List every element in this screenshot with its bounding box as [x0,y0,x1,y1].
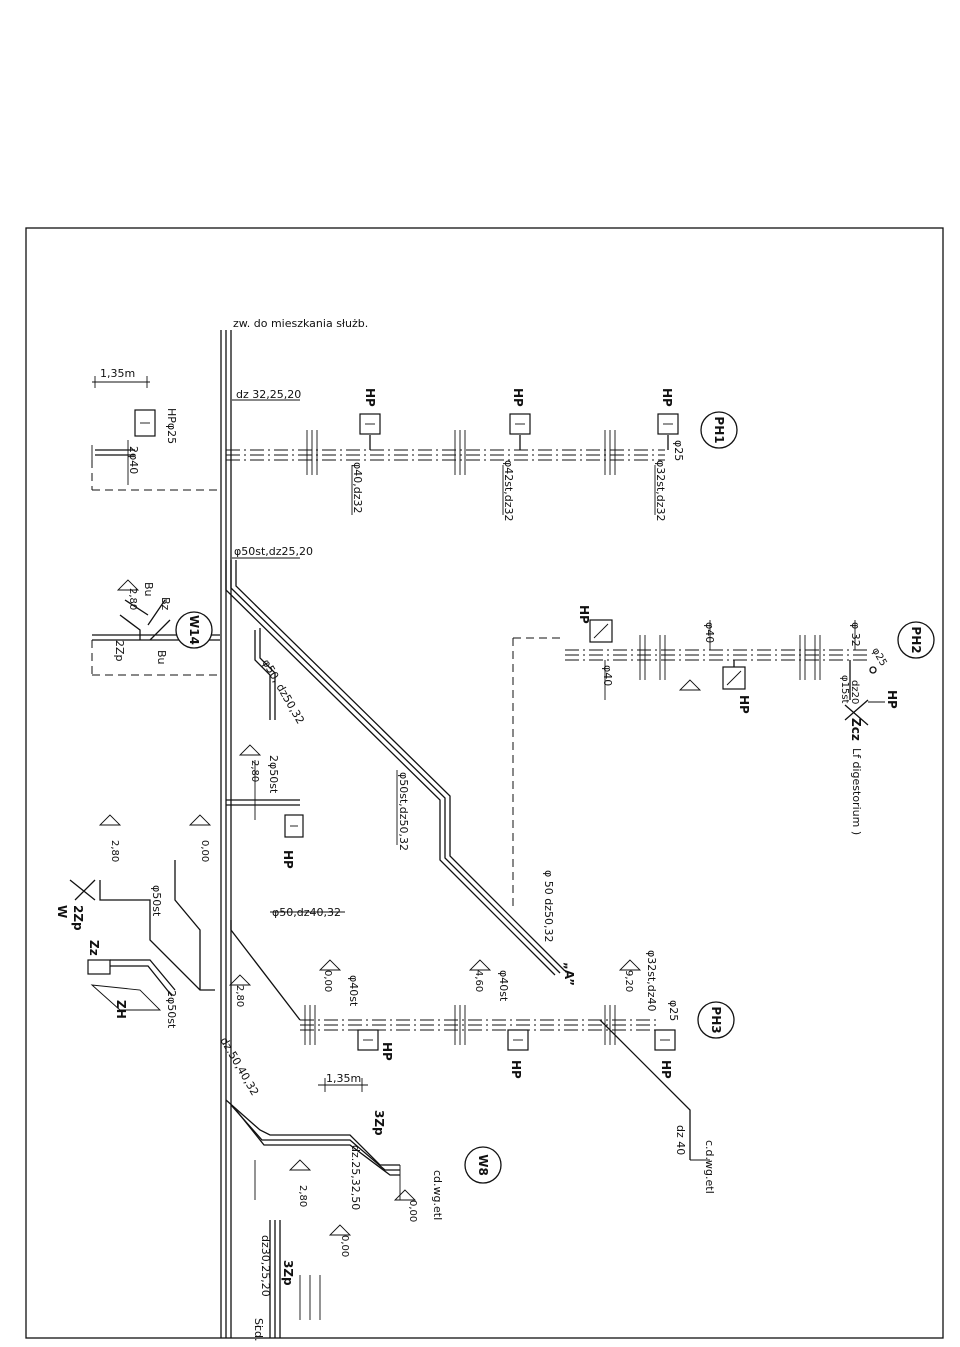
svg-text:W8: W8 [476,1154,490,1176]
label-phi50-dz50-32-b: φ 50 dz50,32 [542,870,555,943]
drawing-frame [25,227,944,1339]
label-bz: Bz [159,597,172,611]
label-zh: ZH [114,1000,128,1019]
label-zz: Zz [87,940,101,956]
label-hp-ph2-c: HP [885,690,899,709]
branch-ph1 [226,399,679,515]
label-hp-2: HP [511,388,525,407]
label-phi42st-dz32: φ42st,dz32 [502,460,515,522]
label-hp-ph3-b: HP [509,1060,523,1079]
label-lvl-280-e: 2,80 [297,1185,308,1207]
label-bu-a: Bu [142,582,155,597]
tag-w14: W14 [175,611,213,649]
labels: zw. do mieszkania służb. 1,35m HPφ25 2φ4… [55,317,899,1342]
label-2phi50st-a: 2φ50st [267,755,280,794]
label-phi40st-a: φ40st [347,975,360,1007]
label-phi50st: φ50st [150,885,163,917]
label-phi32: φ 32 [849,622,862,647]
label-phi50-dz50-32: φ50, dz50,32 [259,657,307,726]
label-dim-top: 1,35m [100,367,135,380]
label-w: W [55,905,69,918]
label-2zp-b: 2Zp [71,905,85,931]
label-hp-ph3-c: HP [659,1060,673,1079]
label-phi40st-b: φ40st [497,970,510,1002]
label-2zp-a: 2Zp [113,640,126,662]
branch-mid [226,760,710,1161]
label-lvl-920: 9,20 [623,970,634,992]
main-riser [220,330,232,1338]
diagonal-branch [225,557,566,976]
label-lvl-000-b: 0,00 [322,970,333,992]
label-3zp: 3Zp [372,1110,386,1136]
label-zcz: Zcz [849,718,863,741]
label-dz40: dz 40 [674,1125,687,1155]
label-lvl-000-c: 0,00 [407,1200,418,1222]
label-phi50st-dz25-20: φ50st,dz25,20 [234,545,313,558]
level-markers [98,579,702,1236]
svg-text:PH1: PH1 [712,416,726,443]
label-dim-bottom: 1,35m [326,1072,361,1085]
label-phi32st-dz32: φ32st,dz32 [654,460,667,522]
label-phi25-b: φ25 [869,646,888,668]
label-phi50st-dz50-32: φ50st,dz50,32 [397,772,410,851]
label-lvl-460: 4,60 [473,970,484,992]
tag-w8: W8 [464,1146,502,1184]
branch-ph2 [565,619,885,726]
label-2phi50st-b: 2φ50st [165,990,178,1029]
label-hp-ph3-a: HP [380,1042,394,1061]
label-3zp-b: 3Zp [281,1260,295,1286]
label-hp-3: HP [660,388,674,407]
label-cd-wg-et-a: cd.wg.etI [431,1170,444,1220]
svg-text:PH2: PH2 [909,626,923,653]
label-dz-32-25-20: dz 32,25,20 [236,388,301,401]
left-lower [69,860,215,1011]
label-lvl-280-d: 2,80 [234,985,245,1007]
label-lvl-280-c: 2,80 [109,840,120,862]
label-cd: cd. [252,1325,265,1342]
svg-text:PH3: PH3 [709,1006,723,1033]
label-hp-1: HP [363,388,377,407]
label-dz25-32-50: dz.25,32,50 [349,1145,362,1210]
label-2phi40: 2φ40 [127,446,140,474]
label-phi40-dz32: φ40,dz32 [351,462,364,514]
w8-group [225,1099,401,1338]
label-cd-wg-et-b: c.d.wg.etI [703,1140,716,1194]
label-dz30-25-20: dz30,25,20 [259,1235,272,1297]
label-hp-phi25: HPφ25 [165,408,178,444]
label-dz20: dz20 [849,680,860,704]
label-bu-b: Bu [155,650,168,665]
label-phi15st: φ15st [839,675,850,704]
label-phi32st-dz40: φ32st,dz40 [645,950,658,1012]
tag-ph2: PH2 [897,621,935,659]
label-phi40-a: φ40 [601,665,614,686]
label-lvl-280-a: 2,80 [127,588,138,610]
tag-ph1: PH1 [700,411,738,449]
label-hp-ph2-a: HP [577,605,591,624]
label-phi40-b: φ40 [703,622,716,643]
label-digestorium: Lf digestorium ) [850,748,863,835]
label-lvl-000-d: 0,00 [339,1235,350,1257]
label-phi25-a: φ25 [672,440,685,461]
label-lvl-000-a: 0,00 [199,840,210,862]
label-si: Si [252,1318,265,1328]
hp-top-left [91,376,221,491]
label-lvl-280-b: 2,80 [249,760,260,782]
label-dz-50-40-32: dz.50,40,32 [217,1035,261,1098]
label-top-note: zw. do mieszkania służb. [233,317,368,330]
svg-text:W14: W14 [187,615,201,645]
label-phi25-c: φ25 [667,1000,680,1021]
label-hp-ph2-b: HP [737,695,751,714]
label-quote-a: „A” [562,962,576,986]
label-hp-mid: HP [281,850,295,869]
label-phi50-dz40-32: φ50,dz40,32 [272,906,341,919]
tag-ph3: PH3 [697,1001,735,1039]
